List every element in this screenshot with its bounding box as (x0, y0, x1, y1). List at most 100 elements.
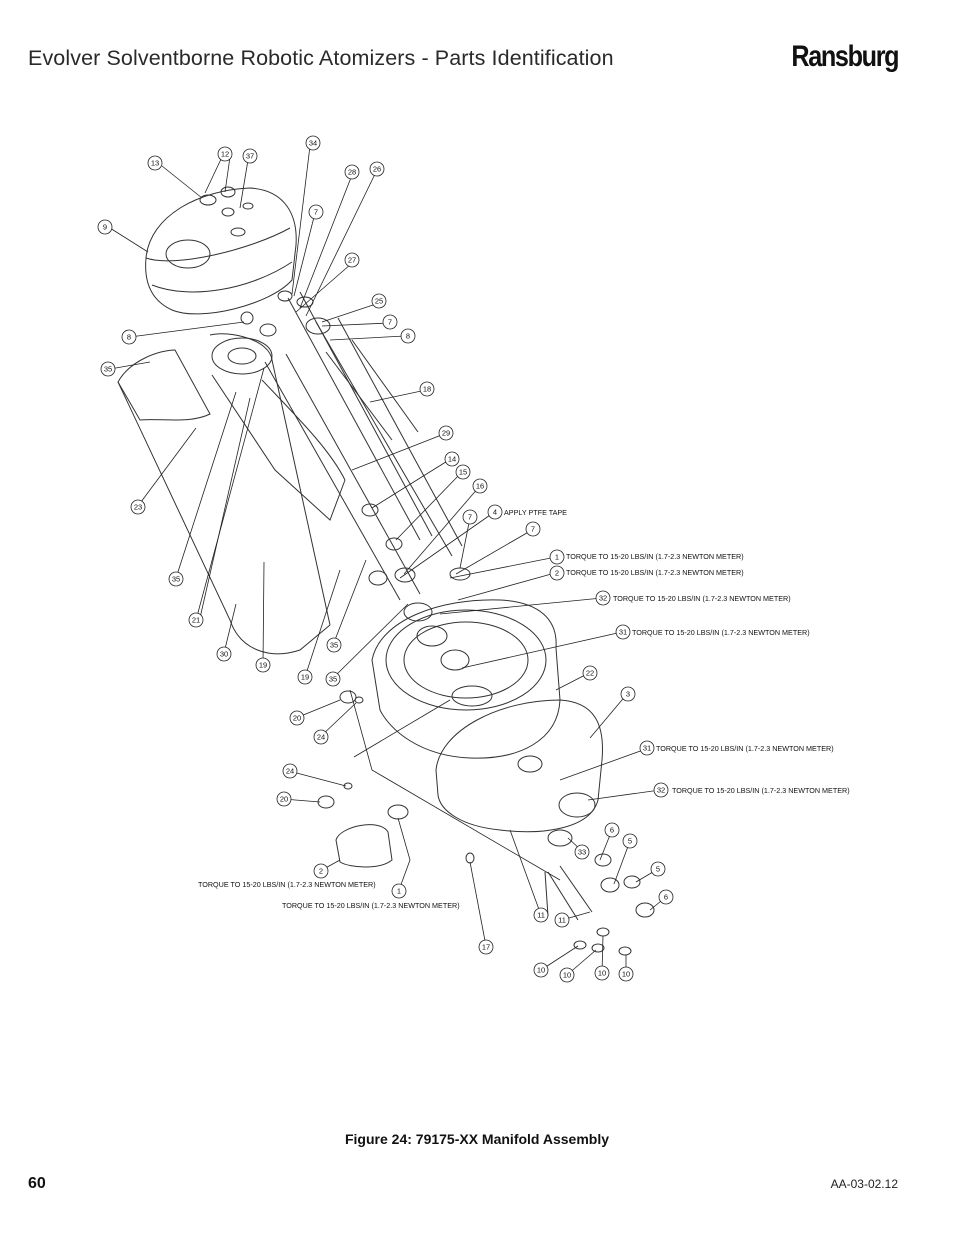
callout-label: 25 (375, 297, 383, 306)
callout-6: 6 (658, 889, 674, 905)
callout-circle (478, 939, 494, 955)
callout-label: 8 (406, 332, 410, 341)
callout-label: 7 (388, 318, 392, 327)
callout-25: 25 (371, 293, 387, 309)
callout-10: 10 (594, 965, 610, 981)
callout-24: 24 (282, 763, 298, 779)
callout-16: 16 (472, 478, 488, 494)
callout-7: 7 (382, 314, 398, 330)
callout-circle (344, 164, 360, 180)
callout-label: 26 (373, 165, 381, 174)
callout-label: 33 (578, 848, 586, 857)
note-torque-spec: TORQUE TO 15-20 LBS/IN (1.7-2.3 NEWTON M… (566, 552, 744, 561)
callout-circle (305, 135, 321, 151)
callout-22: 22 (582, 665, 598, 681)
callout-label: 23 (134, 503, 142, 512)
callout-label: 27 (348, 256, 356, 265)
callout-label: 7 (531, 525, 535, 534)
callout-circle (344, 252, 360, 268)
callout-label: 12 (221, 150, 229, 159)
callout-31: 31 (639, 740, 655, 756)
callout-circle (130, 499, 146, 515)
callout-circle (242, 148, 258, 164)
callout-circle (650, 861, 666, 877)
callout-circle (444, 451, 460, 467)
note-torque-spec: TORQUE TO 15-20 LBS/IN (1.7-2.3 NEWTON M… (566, 568, 744, 577)
callout-circle (594, 965, 610, 981)
callout-11: 11 (533, 907, 549, 923)
callout-circle (289, 710, 305, 726)
callout-2: 2 (313, 863, 329, 879)
callout-label: 35 (172, 575, 180, 584)
callout-9: 9 (97, 219, 113, 235)
callout-circle (604, 822, 620, 838)
callout-label: 32 (599, 594, 607, 603)
callout-37: 37 (242, 148, 258, 164)
callout-11: 11 (554, 912, 570, 928)
callout-label: 10 (537, 966, 545, 975)
callout-circle (400, 328, 416, 344)
callout-circle (462, 509, 478, 525)
callout-circle (653, 782, 669, 798)
callout-29: 29 (438, 425, 454, 441)
callout-34: 34 (305, 135, 321, 151)
note-apply-ptfe-tape: APPLY PTFE TAPE (504, 508, 567, 517)
callout-circle (216, 646, 232, 662)
callout-3: 3 (620, 686, 636, 702)
callout-label: 5 (628, 837, 632, 846)
callout-label: 6 (610, 826, 614, 835)
callout-label: 35 (330, 641, 338, 650)
callout-8: 8 (121, 329, 137, 345)
callout-8: 8 (400, 328, 416, 344)
callout-label: 9 (103, 223, 107, 232)
callout-label: 32 (657, 786, 665, 795)
callout-label: 16 (476, 482, 484, 491)
callout-label: 11 (558, 916, 566, 925)
callout-circle (382, 314, 398, 330)
callout-circle (391, 883, 407, 899)
callout-21: 21 (188, 612, 204, 628)
callout-7: 7 (525, 521, 541, 537)
callout-label: 11 (537, 911, 545, 920)
callout-label: 10 (622, 970, 630, 979)
callout-label: 18 (423, 385, 431, 394)
note-torque-spec: TORQUE TO 15-20 LBS/IN (1.7-2.3 NEWTON M… (282, 901, 460, 910)
callout-label: 13 (151, 159, 159, 168)
callout-label: 19 (301, 673, 309, 682)
callout-label: 19 (259, 661, 267, 670)
callout-label: 2 (555, 569, 559, 578)
callout-circle (255, 657, 271, 673)
callout-17: 17 (478, 939, 494, 955)
callout-7: 7 (308, 204, 324, 220)
callout-circle (438, 425, 454, 441)
callout-label: 31 (643, 744, 651, 753)
callout-35: 35 (168, 571, 184, 587)
callout-6: 6 (604, 822, 620, 838)
callout-circle (168, 571, 184, 587)
page-title: Evolver Solventborne Robotic Atomizers -… (28, 46, 614, 70)
callout-19: 19 (297, 669, 313, 685)
callout-23: 23 (130, 499, 146, 515)
callout-circle (595, 590, 611, 606)
callout-32: 32 (595, 590, 611, 606)
callout-35: 35 (325, 671, 341, 687)
callout-18: 18 (419, 381, 435, 397)
callout-12: 12 (217, 146, 233, 162)
note-torque-spec: TORQUE TO 15-20 LBS/IN (1.7-2.3 NEWTON M… (656, 744, 834, 753)
callout-circle (147, 155, 163, 171)
figure-caption: Figure 24: 79175-XX Manifold Assembly (344, 1131, 609, 1147)
callout-label: 24 (317, 733, 325, 742)
callout-15: 15 (455, 464, 471, 480)
callout-circle (549, 549, 565, 565)
callout-circle (620, 686, 636, 702)
callout-1: 1 (549, 549, 565, 565)
callout-35: 35 (326, 637, 342, 653)
callout-label: 4 (493, 508, 497, 517)
callout-circle (297, 669, 313, 685)
note-torque-spec: TORQUE TO 15-20 LBS/IN (1.7-2.3 NEWTON M… (613, 594, 791, 603)
callout-label: 10 (598, 969, 606, 978)
callout-label: 3 (626, 690, 630, 699)
note-torque-spec: TORQUE TO 15-20 LBS/IN (1.7-2.3 NEWTON M… (632, 628, 810, 637)
